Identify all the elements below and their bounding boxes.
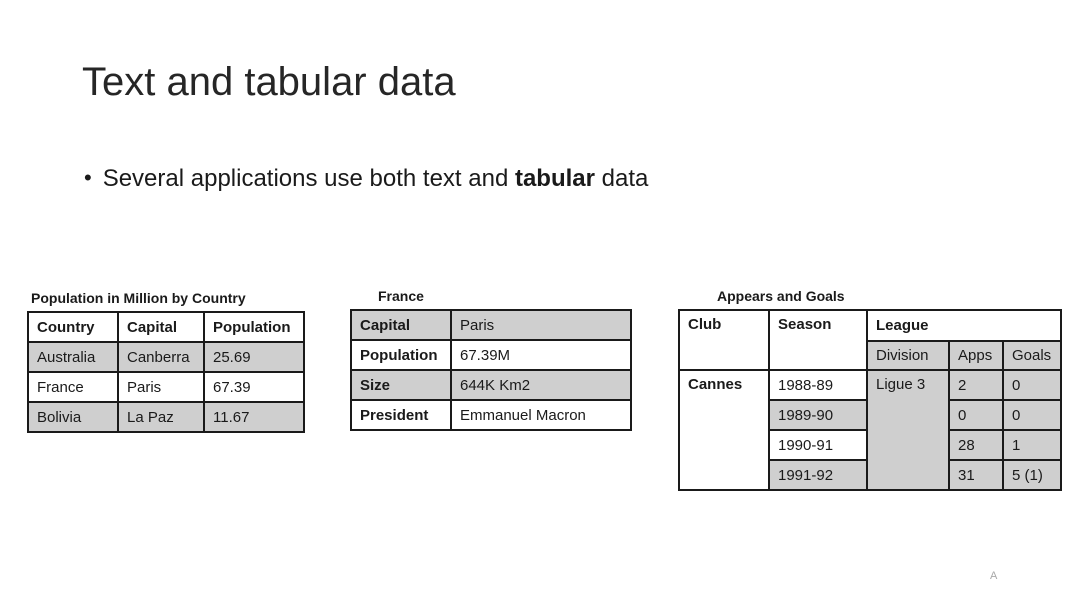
cell-label-capital: Capital <box>350 309 452 341</box>
col-header-club: Club <box>678 309 770 371</box>
cell-apps: 2 <box>948 369 1004 401</box>
table-row: France Paris 67.39 <box>27 371 305 403</box>
cell-value-president: Emmanuel Macron <box>450 399 632 431</box>
cell-label-president: President <box>350 399 452 431</box>
cell-apps: 28 <box>948 429 1004 461</box>
bullet-text-suffix: data <box>594 165 649 192</box>
cell-season: 1988-89 <box>768 369 868 401</box>
table-row: 1989-90 0 0 <box>679 399 1062 431</box>
cell-country: Australia <box>27 341 119 373</box>
table-header-row: Country Capital Population <box>27 311 305 343</box>
col-header-country: Country <box>27 311 119 343</box>
cell-country: France <box>27 371 119 403</box>
cell-season: 1991-92 <box>768 459 868 491</box>
cell-goals: 1 <box>1002 429 1062 461</box>
table-subheader-row: Division Apps Goals <box>679 340 1062 371</box>
france-table: Capital Paris Population 67.39M Size 644… <box>350 309 632 431</box>
population-table-caption: Population in Million by Country <box>31 290 246 306</box>
table-row: Population 67.39M <box>350 339 632 371</box>
cell-value-population: 67.39M <box>450 339 632 371</box>
col-header-goals: Goals <box>1002 340 1062 371</box>
france-table-caption: France <box>378 288 424 304</box>
cell-capital: Paris <box>117 371 205 403</box>
col-header-population: Population <box>203 311 305 343</box>
table-row: 1991-92 31 5 (1) <box>679 459 1062 491</box>
cell-country: Bolivia <box>27 401 119 433</box>
cell-club: Cannes <box>678 369 770 491</box>
table-header-row: Club Season League <box>678 309 1062 371</box>
table-row: Australia Canberra 25.69 <box>27 341 305 373</box>
cell-population: 67.39 <box>203 371 305 403</box>
cell-population: 11.67 <box>203 401 305 433</box>
col-header-apps: Apps <box>948 340 1004 371</box>
population-table: Country Capital Population Australia Can… <box>27 311 305 433</box>
col-header-division: Division <box>866 340 950 371</box>
table-row: Size 644K Km2 <box>350 369 632 401</box>
cell-population: 25.69 <box>203 341 305 373</box>
cell-season: 1990-91 <box>768 429 868 461</box>
col-header-capital: Capital <box>117 311 205 343</box>
table-row: 1990-91 28 1 <box>679 429 1062 461</box>
cell-goals: 5 (1) <box>1002 459 1062 491</box>
cell-season: 1989-90 <box>768 399 868 431</box>
cell-division: Ligue 3 <box>866 369 950 491</box>
appears-table-block: Appears and Goals Club Season League Div… <box>678 288 1062 491</box>
bullet-text-prefix: Several applications use both text and <box>102 165 515 192</box>
cell-capital: Canberra <box>117 341 205 373</box>
appears-table-caption: Appears and Goals <box>717 288 845 304</box>
page-title: Text and tabular data <box>82 60 456 104</box>
cell-value-capital: Paris <box>450 309 632 341</box>
cell-capital: La Paz <box>117 401 205 433</box>
table-row: Capital Paris <box>350 309 632 341</box>
cell-label-size: Size <box>350 369 452 401</box>
appears-table: Club Season League Division Apps Goals C… <box>678 309 1062 491</box>
cell-apps: 0 <box>948 399 1004 431</box>
corner-mark: A <box>990 570 998 582</box>
cell-value-size: 644K Km2 <box>450 369 632 401</box>
table-row: Cannes 1988-89 Ligue 3 2 0 <box>678 369 1062 491</box>
col-header-league: League <box>866 309 1062 342</box>
bullet-marker: • <box>84 165 92 190</box>
col-header-season: Season <box>768 309 868 371</box>
bullet-text-bold: tabular <box>514 165 595 192</box>
cell-apps: 31 <box>948 459 1004 491</box>
cell-label-population: Population <box>350 339 452 371</box>
population-table-block: Population in Million by Country Country… <box>27 290 305 433</box>
table-row: Bolivia La Paz 11.67 <box>27 401 305 433</box>
cell-goals: 0 <box>1002 369 1062 401</box>
bullet-item: •Several applications use both text and … <box>84 165 648 193</box>
cell-goals: 0 <box>1002 399 1062 431</box>
france-table-block: France Capital Paris Population 67.39M S… <box>350 288 632 431</box>
table-row: President Emmanuel Macron <box>350 399 632 431</box>
